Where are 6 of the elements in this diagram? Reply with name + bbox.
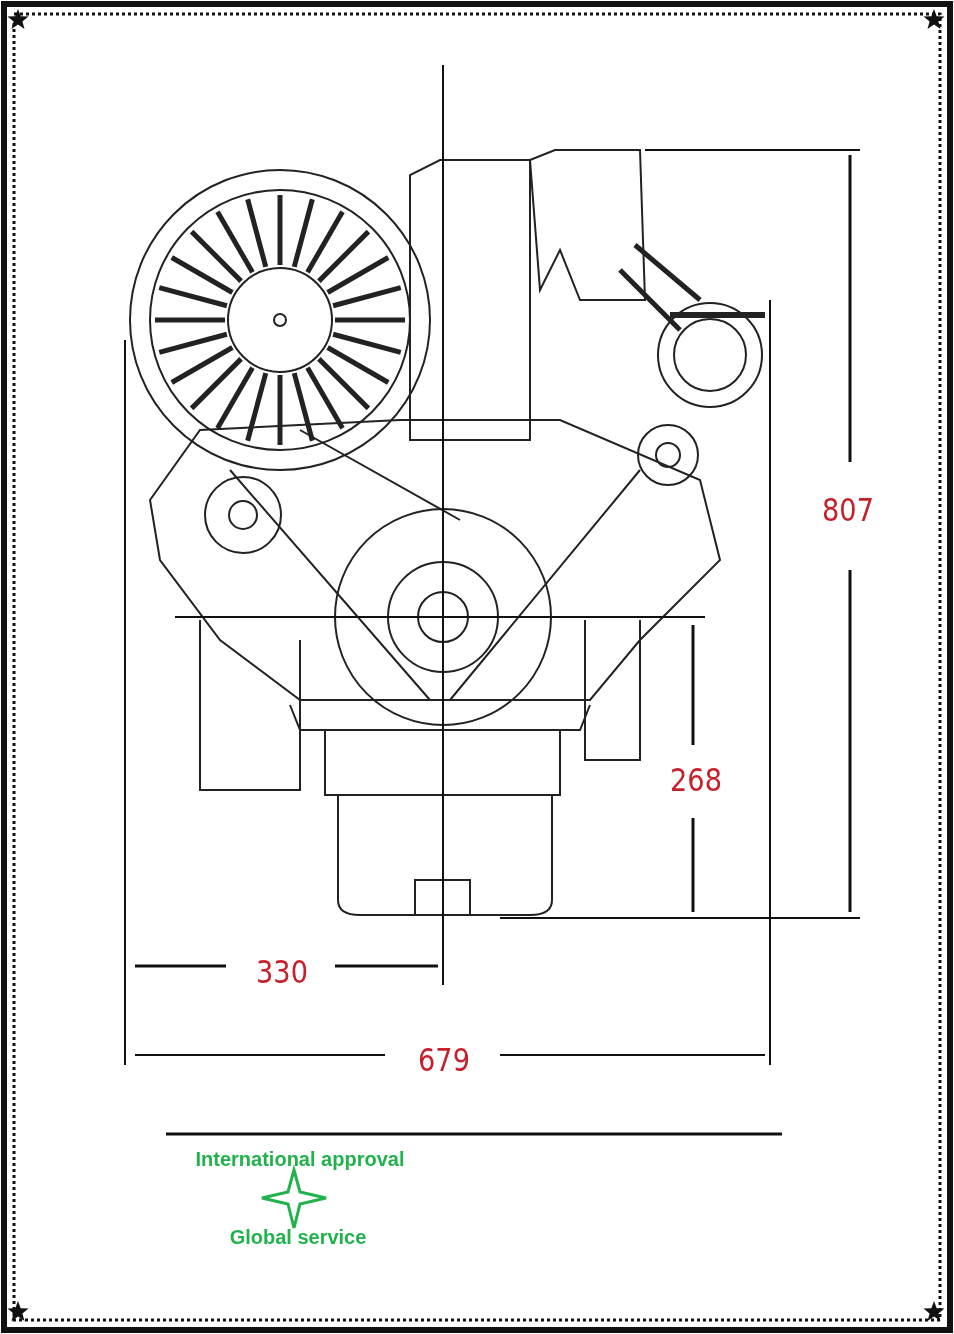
- slogan-text: Global service: [229, 1225, 367, 1249]
- dimension-label: 807: [822, 494, 874, 526]
- dimension-label: 330: [256, 956, 308, 988]
- slogan-text: International approval: [195, 1147, 405, 1171]
- dimension-label: 679: [418, 1044, 470, 1076]
- dimension-label: 268: [670, 764, 722, 796]
